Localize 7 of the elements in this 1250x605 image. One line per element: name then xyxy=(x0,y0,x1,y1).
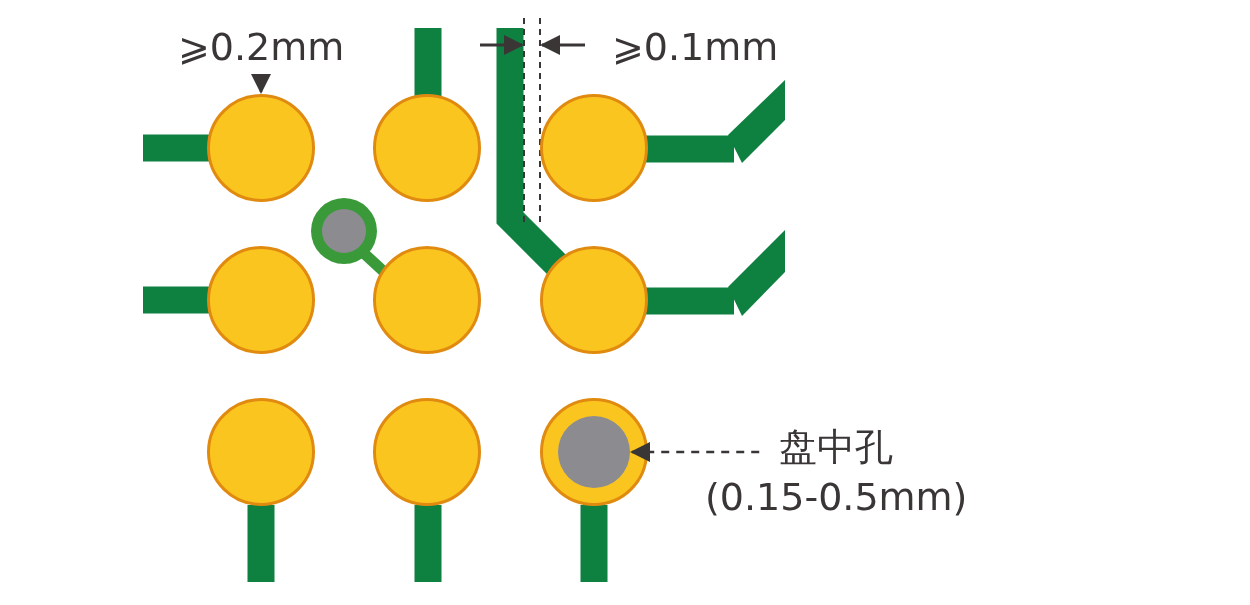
via-hole xyxy=(558,416,630,488)
dimension-label: (0.15-0.5mm) xyxy=(705,478,968,516)
dimension-label: ⩾0.2mm xyxy=(178,28,345,66)
dimension-label: ⩾0.1mm xyxy=(612,28,779,66)
callout-title: 盘中孔 xyxy=(778,428,895,466)
leader-line xyxy=(251,74,271,94)
leader-line xyxy=(630,442,760,462)
